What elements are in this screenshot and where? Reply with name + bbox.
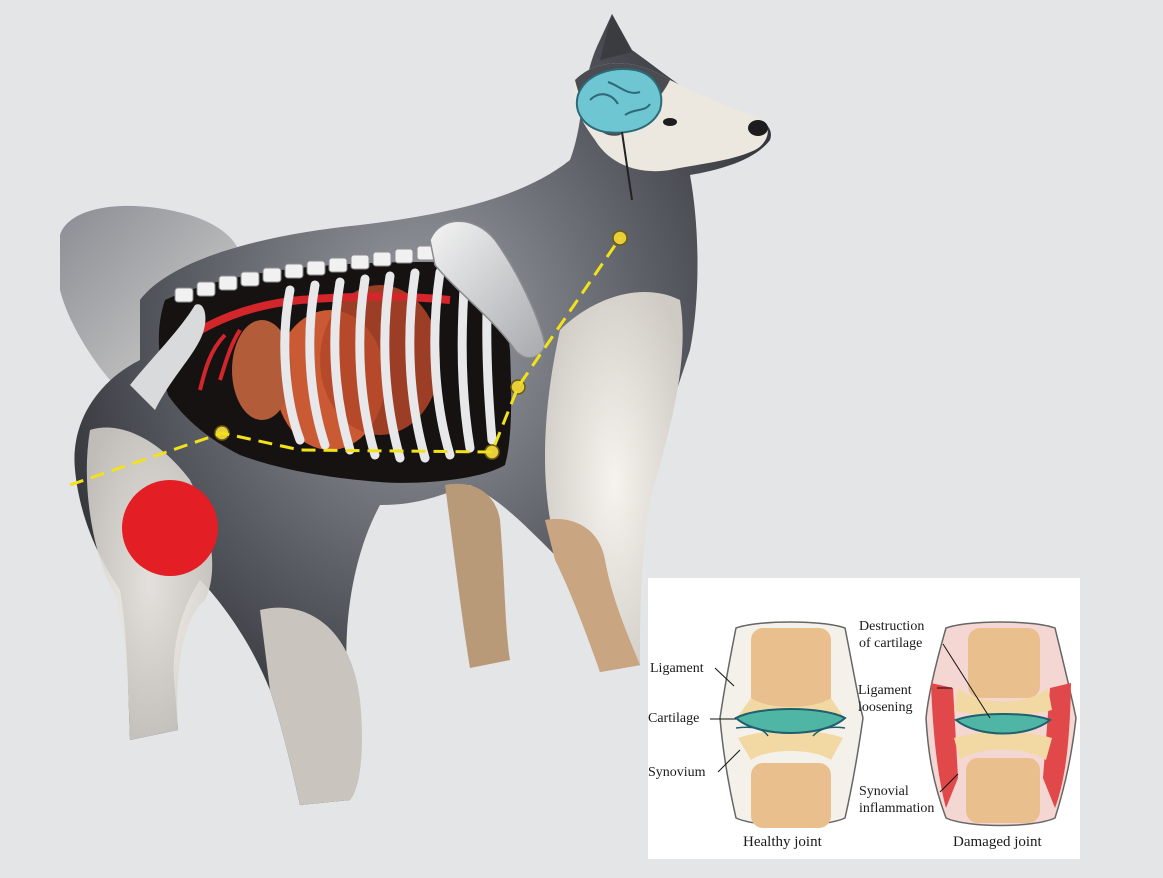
label-destruction-line1: Destruction (859, 619, 925, 634)
joint-comparison-inset: Ligament Cartilage Synovium Healthy join… (648, 578, 1080, 859)
label-synovial-line1: Synovial (859, 784, 909, 799)
front-leg-left (445, 483, 510, 668)
label-ligament: Ligament (650, 661, 704, 676)
brain (575, 68, 663, 134)
damaged-joint-diagram (925, 621, 1077, 827)
front-leg-right (545, 519, 640, 672)
hind-leg (260, 607, 362, 805)
joint-connection-path (69, 237, 622, 487)
nose (748, 120, 768, 136)
label-ligament-loosening: Ligament loosening (858, 682, 912, 716)
pelvis (130, 304, 206, 410)
label-ligament-line1: Ligament (858, 683, 912, 698)
healthy-joint-diagram (710, 621, 864, 828)
label-cartilage: Cartilage (648, 711, 700, 726)
eye (663, 118, 677, 126)
label-synovial-line2: inflammation (859, 801, 935, 816)
caption-healthy-joint: Healthy joint (743, 834, 822, 850)
label-ligament-line2: loosening (858, 700, 913, 715)
caption-damaged-joint: Damaged joint (953, 834, 1042, 850)
kidney (232, 320, 292, 420)
label-destruction-line2: of cartilage (859, 636, 923, 651)
label-destruction-of-cartilage: Destruction of cartilage (859, 618, 924, 652)
pain-marker (122, 480, 218, 576)
ear (600, 14, 632, 60)
label-synovium: Synovium (648, 765, 706, 780)
spine (174, 245, 436, 303)
joint-diagrams (710, 621, 1077, 828)
label-synovial-inflammation: Synovial inflammation (859, 783, 934, 817)
